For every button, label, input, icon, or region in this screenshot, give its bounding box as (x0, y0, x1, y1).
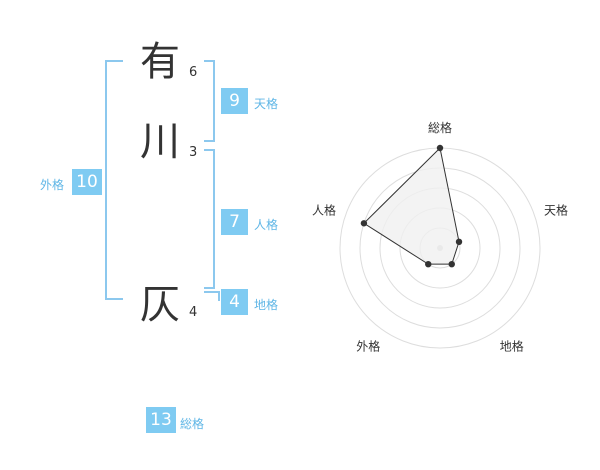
radar-point-5 (360, 220, 368, 227)
jinkaku-badge: 7 (221, 209, 248, 235)
name-char-3: 仄 (140, 282, 180, 328)
gaikaku-label: 外格 (40, 178, 65, 192)
soukaku-label: 総格 (180, 417, 205, 431)
tenkaku-bracket (204, 60, 215, 142)
radar-point-3 (448, 260, 455, 268)
radar-data-polygon (363, 146, 460, 265)
soukaku-badge: 13 (146, 407, 176, 433)
radar-axis-label-2: 天格 (544, 202, 568, 217)
radar-axis-label-5: 人格 (312, 202, 336, 217)
name-char-2: 川 (140, 119, 180, 165)
chikaku-bracket (204, 291, 220, 301)
radar-axis-label-1: 総格 (428, 120, 452, 135)
radar-point-2 (455, 238, 463, 246)
tenkaku-label: 天格 (254, 97, 279, 111)
stroke-count-1: 6 (189, 65, 198, 80)
radar-point-1 (436, 144, 444, 152)
jinkaku-label: 人格 (254, 218, 279, 232)
chikaku-label: 地格 (254, 298, 279, 312)
jinkaku-bracket (204, 149, 215, 289)
radar-point-4 (425, 260, 432, 268)
gaikaku-badge: 10 (72, 169, 102, 195)
radar-data-points (360, 144, 463, 268)
gaikaku-bracket (105, 60, 123, 300)
radar-axis-label-4: 外格 (356, 339, 380, 354)
radar-axis-label-3: 地格 (500, 339, 524, 354)
stroke-count-2: 3 (189, 145, 198, 160)
name-char-1: 有 (140, 39, 180, 85)
chikaku-badge: 4 (221, 289, 248, 315)
stroke-count-3: 4 (189, 305, 198, 320)
tenkaku-badge: 9 (221, 88, 248, 114)
